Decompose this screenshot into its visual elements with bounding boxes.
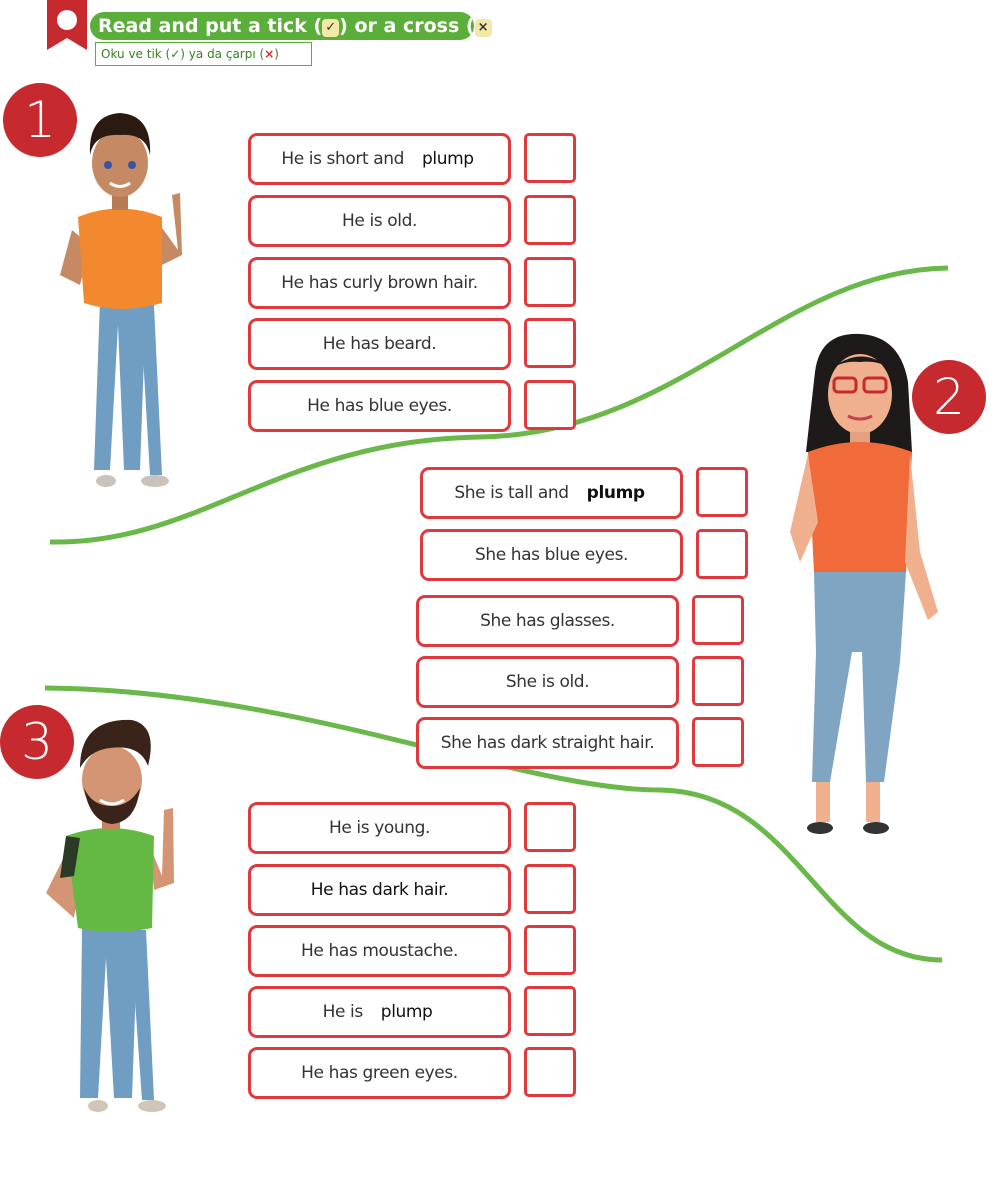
answer-checkbox-2-4[interactable] [692,656,744,706]
answer-checkbox-1-2[interactable] [524,195,576,245]
sentence-box-1-3: He has curly brown hair. [248,257,511,309]
answer-checkbox-2-2[interactable] [696,529,748,579]
answer-checkbox-2-1[interactable] [696,467,748,517]
wave-divider-top [49,265,949,545]
cross-icon: × [264,47,275,61]
wave-divider-bottom [44,685,943,963]
answer-checkbox-3-3[interactable] [524,925,576,975]
sentence-box-3-2: He has dark hair. [248,864,511,916]
sentence-box-1-4: He has beard. [248,318,511,370]
answer-checkbox-1-1[interactable] [524,133,576,183]
instruction-title: Read and put a tick (✓) or a cross (×) [90,12,500,40]
number-badge-2: 2 [912,360,986,434]
man-orange-shirt-illustration [60,113,182,487]
tick-icon: ✓ [322,19,340,37]
answer-field[interactable]: plump [582,483,649,503]
sentence-box-3-1: He is young. [248,802,511,854]
sentence-box-2-3: She has glasses. [416,595,679,647]
sentence-box-2-5: She has dark straight hair. [416,717,679,769]
number-badge-1: 1 [3,83,77,157]
sentence-box-2-4: She is old. [416,656,679,708]
sentence-box-2-2: She has blue eyes. [420,529,683,581]
man-green-shirt-illustration [46,719,174,1112]
number-badge-3: 3 [0,705,74,779]
sentence-box-1-2: He is old. [248,195,511,247]
tick-icon: ✓ [170,47,181,61]
answer-checkbox-2-3[interactable] [692,595,744,645]
answer-checkbox-2-5[interactable] [692,717,744,767]
answer-checkbox-3-5[interactable] [524,1047,576,1097]
sentence-box-3-5: He has green eyes. [248,1047,511,1099]
answer-field[interactable]: plump [418,149,478,169]
answer-field[interactable]: plump [376,1002,437,1022]
answer-checkbox-3-2[interactable] [524,864,576,914]
bookmark-icon [47,0,87,50]
answer-checkbox-1-4[interactable] [524,318,576,368]
sentence-box-3-3: He has moustache. [248,925,511,977]
woman-glasses-illustration [790,333,938,834]
answer-checkbox-3-4[interactable] [524,986,576,1036]
answer-checkbox-1-3[interactable] [524,257,576,307]
sentence-box-1-5: He has blue eyes. [248,380,511,432]
answer-checkbox-3-1[interactable] [524,802,576,852]
answer-checkbox-1-5[interactable] [524,380,576,430]
instruction-subtitle: Oku ve tik (✓) ya da çarpı (×) [95,42,312,66]
cross-icon: × [474,19,492,37]
